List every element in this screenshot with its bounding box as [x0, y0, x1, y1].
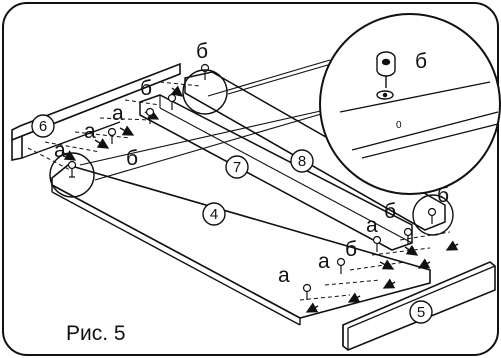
screw-fasteners — [67, 63, 437, 300]
fastener-label-b: б — [126, 147, 138, 170]
fastener-label-a: а — [112, 102, 124, 125]
part-label-4: 4 — [210, 206, 218, 223]
part-label-6: 6 — [39, 118, 47, 135]
part-number-circles — [31, 114, 433, 324]
side-rail-7 — [139, 94, 413, 251]
part-label-7: 7 — [233, 159, 241, 176]
fastener-label-a: а — [278, 264, 290, 287]
svg-text:0: 0 — [396, 120, 402, 131]
dashed-guides — [27, 81, 451, 301]
insertion-arrows — [61, 85, 459, 313]
fastener-label-b-detail: б — [415, 50, 427, 73]
detail-callout-lines — [79, 59, 441, 191]
part-label-8: 8 — [298, 153, 306, 170]
cam-lock-icon — [376, 51, 396, 100]
figure-caption: Рис. 5 — [66, 322, 126, 345]
fastener-label-b: б — [140, 77, 152, 100]
fastener-label-b: б — [196, 40, 208, 63]
fastener-label-b: б — [345, 238, 357, 261]
fastener-label-a: а — [54, 139, 66, 162]
fastener-label-a: а — [318, 250, 330, 273]
fastener-label-b: б — [437, 184, 449, 207]
magnified-detail: 0 — [319, 13, 501, 195]
fastener-label-a: а — [84, 120, 96, 143]
fastener-label-a: а — [366, 214, 378, 237]
small-detail-circles — [49, 69, 454, 236]
part-label-5: 5 — [417, 304, 425, 321]
fastener-label-b: б — [384, 200, 396, 223]
